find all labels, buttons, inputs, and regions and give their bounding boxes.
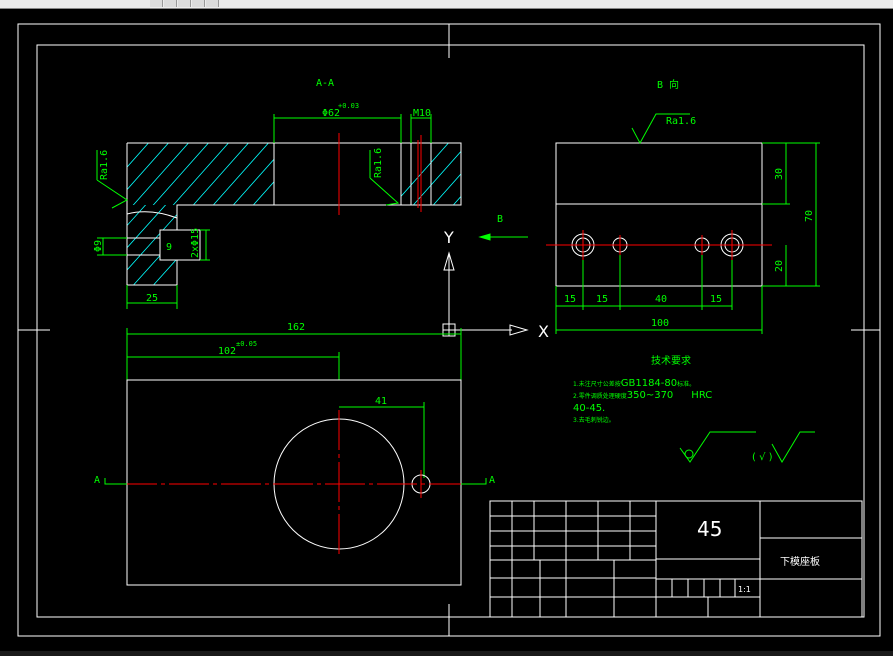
technical-notes: 技术要求 1.未注尺寸公差按GB1184-80标准。 2.零件调质处理硬度350… xyxy=(573,354,712,424)
plan-dimensions xyxy=(126,328,462,478)
b-width-2: 15 xyxy=(596,294,608,305)
section-dimensions xyxy=(96,114,432,309)
plan-view xyxy=(104,379,487,586)
center-marks xyxy=(18,24,880,636)
section-title: A-A xyxy=(316,78,334,89)
ucs-icon xyxy=(442,251,529,337)
roughness-bracket: ( √ ) xyxy=(752,452,773,463)
cad-drawing-canvas[interactable]: A-A xyxy=(0,8,893,651)
bore-tol-label: +0.03 xyxy=(338,102,359,110)
note-line-1: 1.未注尺寸公差按GB1184-80标准。 xyxy=(573,378,695,389)
note-line-3: 40-45. xyxy=(573,403,605,414)
material-cell: 45 xyxy=(697,517,722,541)
axis-x-label: X xyxy=(538,322,549,341)
sheet-cell: 1:1 xyxy=(738,585,751,594)
roughness-b: Ra1.6 xyxy=(666,116,696,127)
step-length-label: 25 xyxy=(146,293,158,304)
cut-label-right: A xyxy=(489,475,495,486)
center-pos-dim: 102 xyxy=(218,346,236,357)
toolbar-button[interactable] xyxy=(150,0,163,7)
axis-y-label: Y xyxy=(443,228,454,247)
window-toolbar xyxy=(0,0,893,9)
toolbar-button[interactable] xyxy=(178,0,191,7)
section-view xyxy=(126,133,462,286)
center-tol-dim: ±0.05 xyxy=(236,340,257,348)
status-bar xyxy=(0,651,893,656)
b-view-dimensions xyxy=(478,113,820,334)
hole-offset-dim: 41 xyxy=(375,396,387,407)
inner-border xyxy=(36,44,865,618)
toolbar-button[interactable] xyxy=(192,0,205,7)
cut-label-left: A xyxy=(94,475,100,486)
thread-label: M10 xyxy=(413,108,431,119)
general-roughness-symbol xyxy=(679,431,815,463)
title-block xyxy=(489,500,863,618)
roughness-left: Ra1.6 xyxy=(99,150,110,180)
b-bottom-dim: 20 xyxy=(774,260,785,272)
b-width-3: 40 xyxy=(655,294,667,305)
total-length-dim: 162 xyxy=(287,322,305,333)
toolbar-button[interactable] xyxy=(206,0,219,7)
hole-depth-label: 9 xyxy=(166,242,172,253)
b-view xyxy=(546,142,772,287)
b-top-dim: 30 xyxy=(774,168,785,180)
hole-fit-label: 2xΦ15 xyxy=(190,228,201,258)
b-width-4: 15 xyxy=(710,294,722,305)
roughness-mid: Ra1.6 xyxy=(373,148,384,178)
bore-dia-label: Φ62 xyxy=(322,108,340,119)
direction-title: B 向 xyxy=(657,78,679,91)
b-height-dim: 70 xyxy=(804,210,815,222)
notes-title: 技术要求 xyxy=(651,354,691,367)
b-total-dim: 100 xyxy=(651,318,669,329)
toolbar-button[interactable] xyxy=(164,0,177,7)
part-name-cell: 下模座板 xyxy=(780,555,820,568)
b-width-1: 15 xyxy=(564,294,576,305)
direction-arrow-label: B xyxy=(497,214,503,225)
hole-dia-label: Φ9 xyxy=(93,240,104,252)
note-line-4: 3.去毛刺锐边。 xyxy=(573,416,615,424)
